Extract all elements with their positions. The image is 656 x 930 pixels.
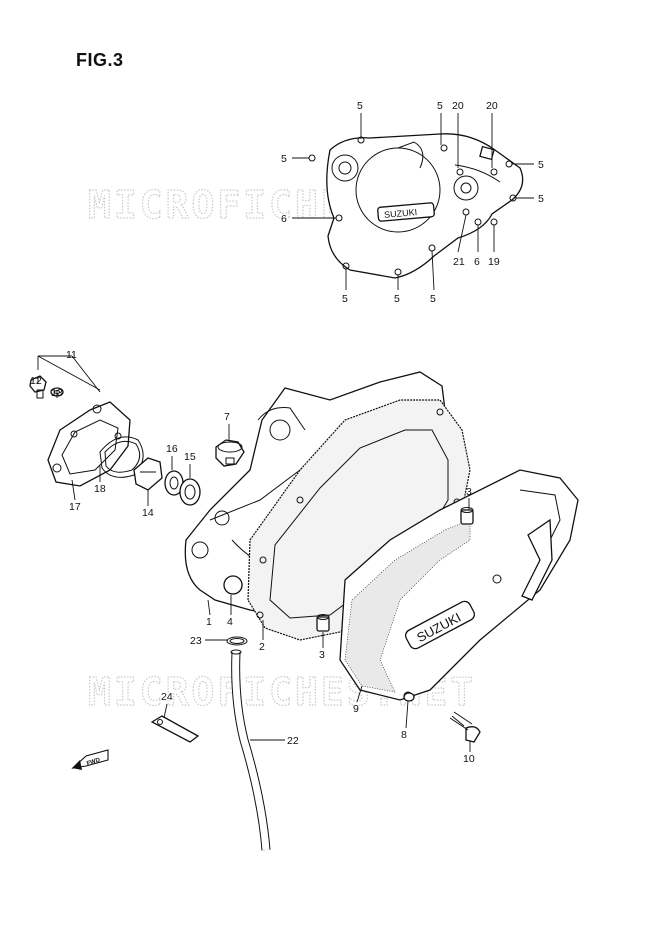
callout-19: 19 (488, 256, 500, 268)
callout-5-a: 5 (357, 100, 363, 112)
callout-17: 17 (69, 501, 81, 513)
cover-washer (403, 692, 415, 702)
callout-3-b: 3 (319, 649, 325, 661)
callout-1: 1 (206, 616, 212, 628)
forward-arrow-icon: FWD (71, 749, 109, 770)
hose-guide (150, 715, 200, 743)
dowel-pins (316, 507, 474, 632)
top-callouts: 5 5 20 20 5 5 5 6 21 6 19 5 5 5 (281, 100, 544, 305)
hose-clamp (226, 636, 248, 646)
callout-11: 11 (66, 349, 77, 361)
callout-22: 22 (287, 735, 299, 747)
callout-20-b: 20 (486, 100, 498, 112)
cover-screw (449, 711, 481, 743)
callout-16: 16 (166, 443, 178, 455)
o-ring (223, 575, 243, 595)
callout-13: 13 (51, 387, 63, 399)
callout-6-bottom: 6 (474, 256, 480, 268)
callout-15: 15 (184, 451, 196, 463)
callout-12: 12 (30, 375, 42, 387)
pump-impeller (133, 457, 163, 491)
callout-23: 23 (190, 635, 202, 647)
callout-3-a: 3 (466, 486, 472, 498)
callout-5-right-1: 5 (538, 159, 544, 171)
callout-5-left: 5 (281, 153, 287, 165)
callout-4: 4 (227, 616, 233, 628)
callout-14: 14 (142, 507, 154, 519)
callout-9: 9 (353, 703, 359, 715)
clutch-cover-top: SUZUKI (308, 133, 524, 279)
callout-8: 8 (401, 729, 407, 741)
callout-24: 24 (161, 691, 173, 703)
callout-20-a: 20 (452, 100, 464, 112)
callout-6-left: 6 (281, 213, 287, 225)
callout-7: 7 (224, 411, 230, 423)
fwd-label: FWD (86, 757, 101, 767)
cover-badge-top: SUZUKI (384, 207, 418, 220)
oil-filler-cap (215, 439, 245, 467)
callout-5-bottom-3: 5 (430, 293, 436, 305)
mechanical-seal (179, 478, 201, 506)
callout-21: 21 (453, 256, 465, 268)
top-leader-lines (292, 113, 534, 291)
breather-hose (230, 649, 271, 851)
callout-10: 10 (463, 753, 475, 765)
callout-18: 18 (94, 483, 106, 495)
callout-5-b: 5 (437, 100, 443, 112)
callout-5-bottom-1: 5 (342, 293, 348, 305)
callout-5-bottom-2: 5 (394, 293, 400, 305)
main-callouts: 11 12 13 7 16 15 18 17 14 3 1 4 2 3 23 9… (30, 349, 475, 765)
water-pump-cover (47, 401, 131, 487)
callout-5-right-2: 5 (538, 193, 544, 205)
figure-title: FIG.3 (76, 50, 124, 70)
callout-2: 2 (259, 641, 265, 653)
pump-gasket (99, 436, 144, 478)
main-leader-lines (37, 355, 471, 752)
clutch-outer-cover: SUZUKI (339, 469, 579, 701)
